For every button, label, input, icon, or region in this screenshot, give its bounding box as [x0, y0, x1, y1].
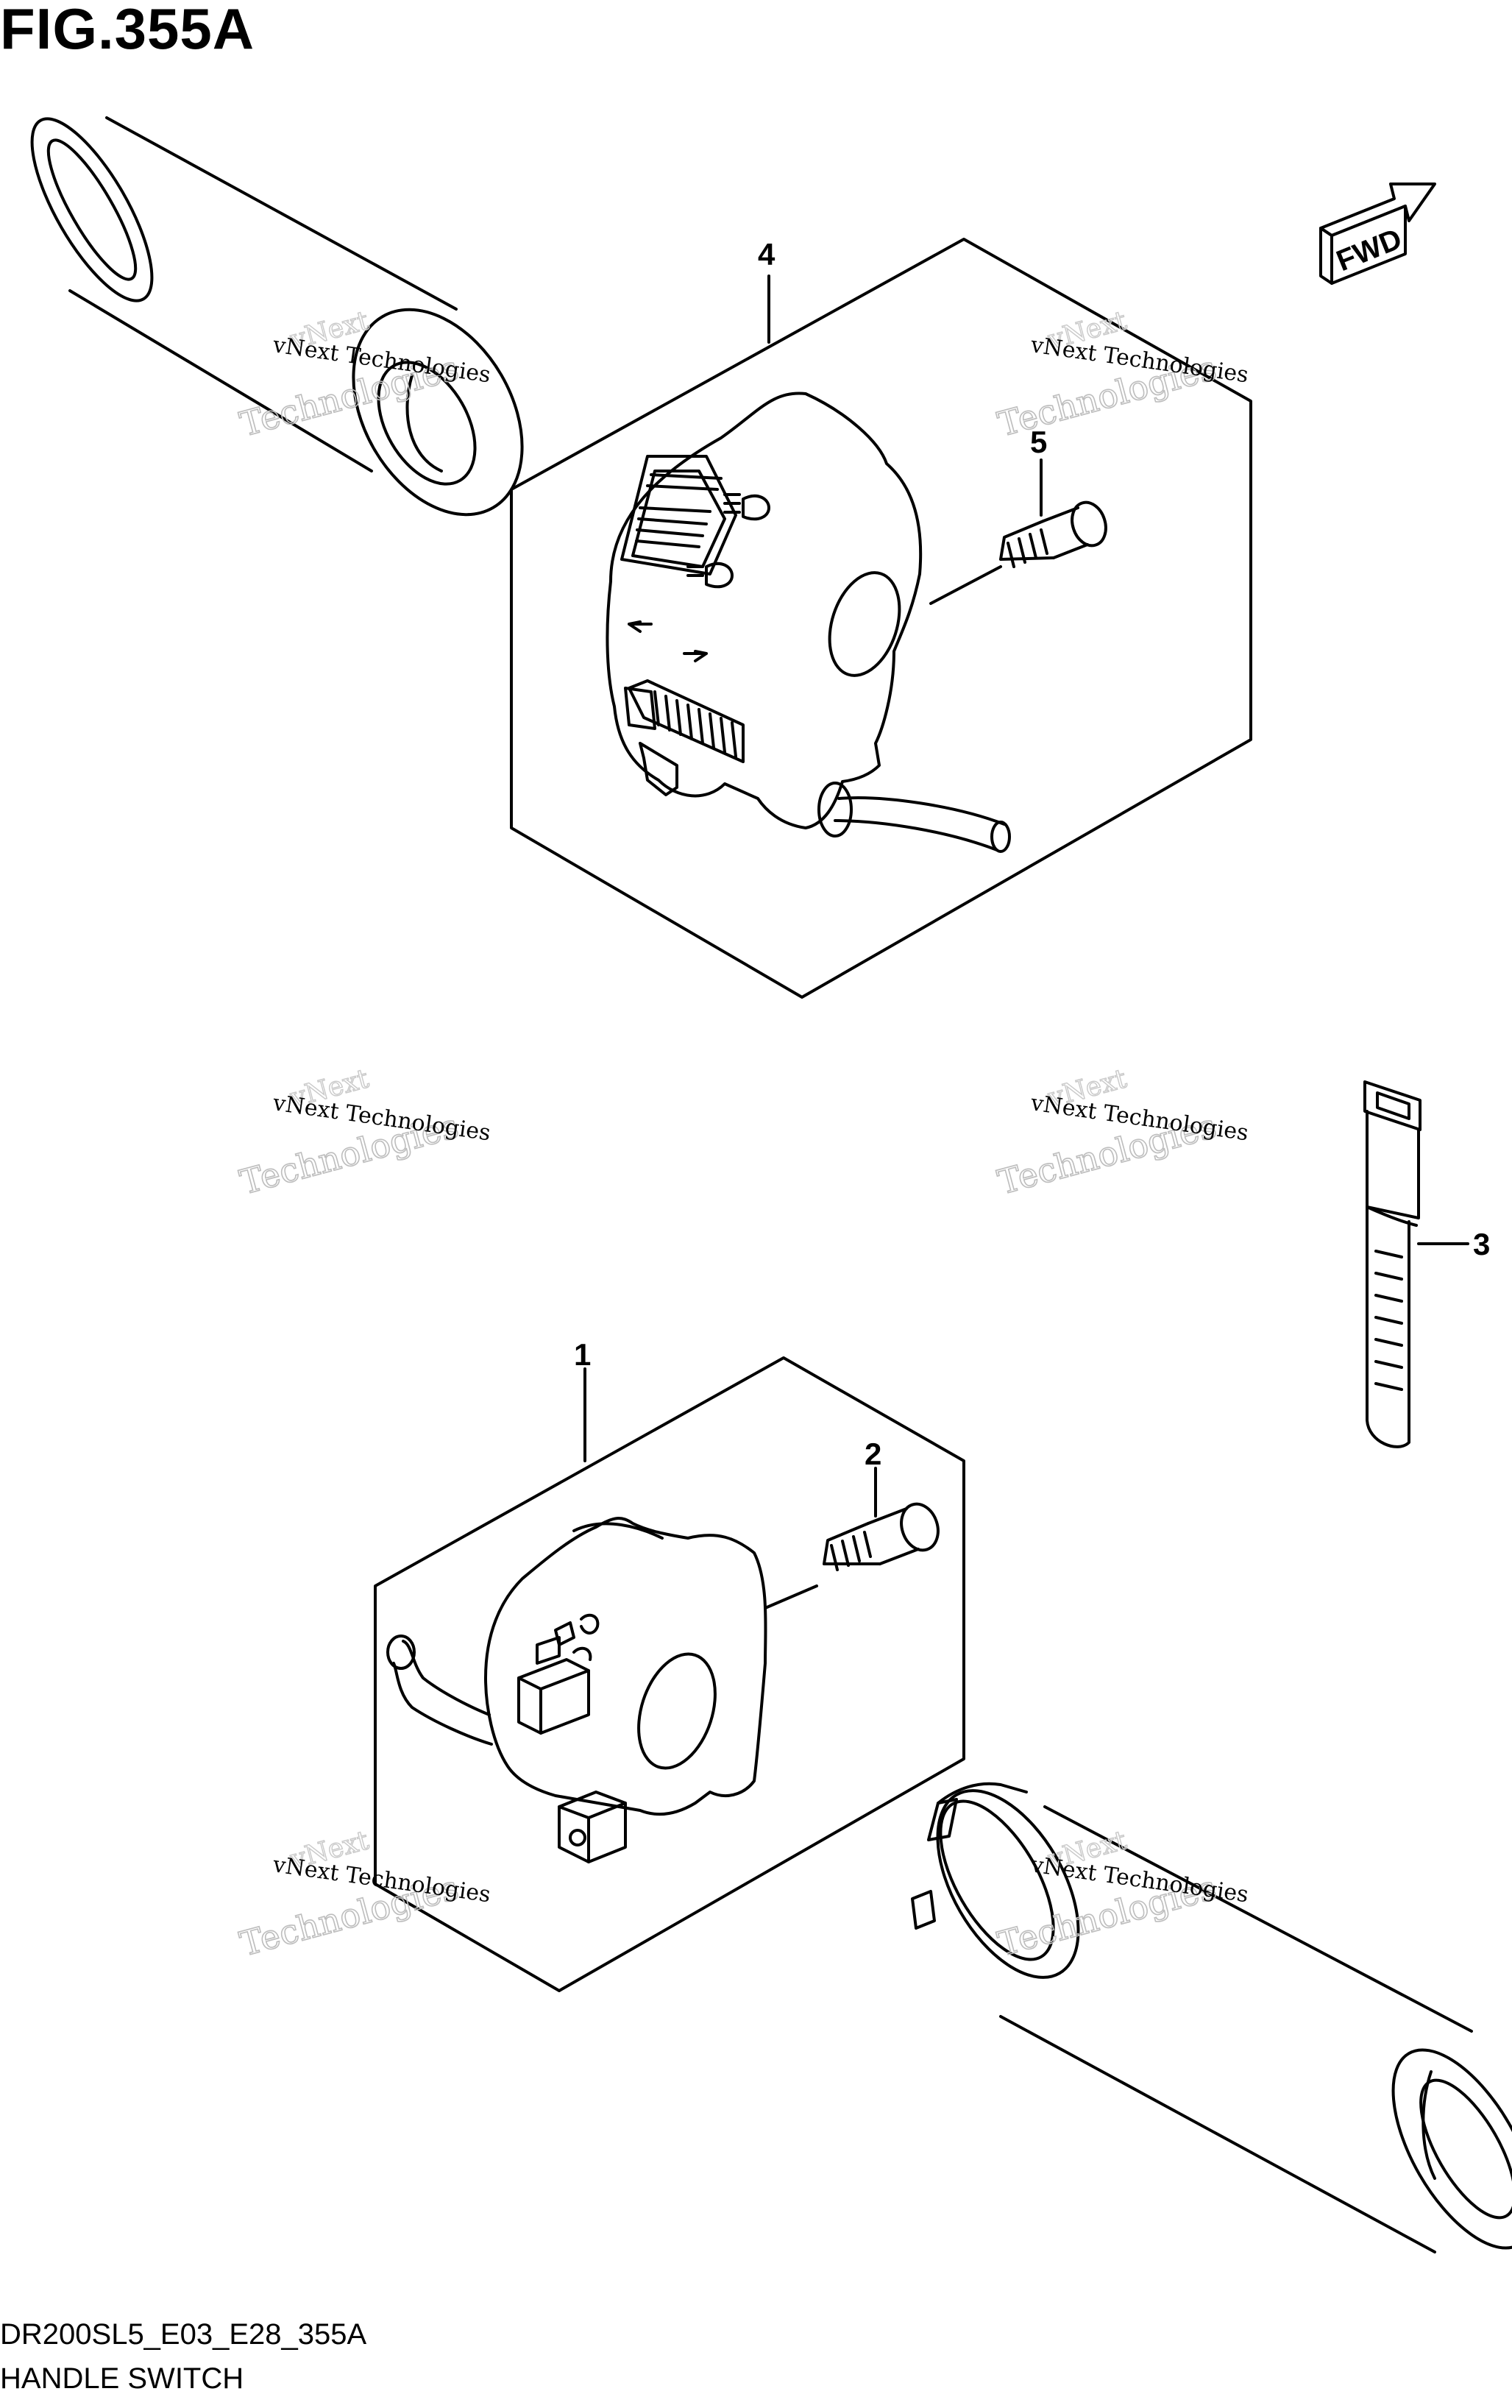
callout-3: 3	[1473, 1227, 1490, 1261]
section-name: HANDLE SWITCH	[0, 2362, 244, 2395]
callout-2: 2	[865, 1437, 881, 1471]
left-handle-switch	[386, 1517, 767, 1863]
watermark-5: Technologies vNext vNext Technologies	[235, 1825, 492, 1965]
right-handle-switch	[606, 392, 1011, 853]
switch-assembly-right-frame	[510, 238, 1252, 999]
screw-5	[929, 500, 1107, 605]
callout-1: 1	[574, 1337, 591, 1372]
figure-title: FIG.355A	[0, 0, 255, 61]
switch-assembly-left-frame	[374, 1356, 965, 1992]
callout-5: 5	[1030, 425, 1047, 459]
screw-2	[764, 1502, 940, 1610]
watermark-3: Technologies vNext vNext Technologies	[235, 1063, 492, 1203]
model-code: DR200SL5_E03_E28_355A	[0, 2318, 367, 2351]
throttle-grip	[911, 1782, 1512, 2253]
cable-tie-3	[1363, 1080, 1422, 1448]
watermark-6: Technologies vNext vNext Technologies	[993, 1825, 1250, 1965]
watermark-1: Technologies vNext vNext Technologies	[235, 305, 492, 445]
watermark-2: Technologies vNext vNext Technologies	[993, 305, 1250, 445]
fwd-arrow-icon	[1319, 183, 1436, 285]
left-grip	[30, 116, 524, 517]
watermark-4: Technologies vNext vNext Technologies	[993, 1063, 1250, 1203]
callout-4: 4	[758, 237, 775, 272]
